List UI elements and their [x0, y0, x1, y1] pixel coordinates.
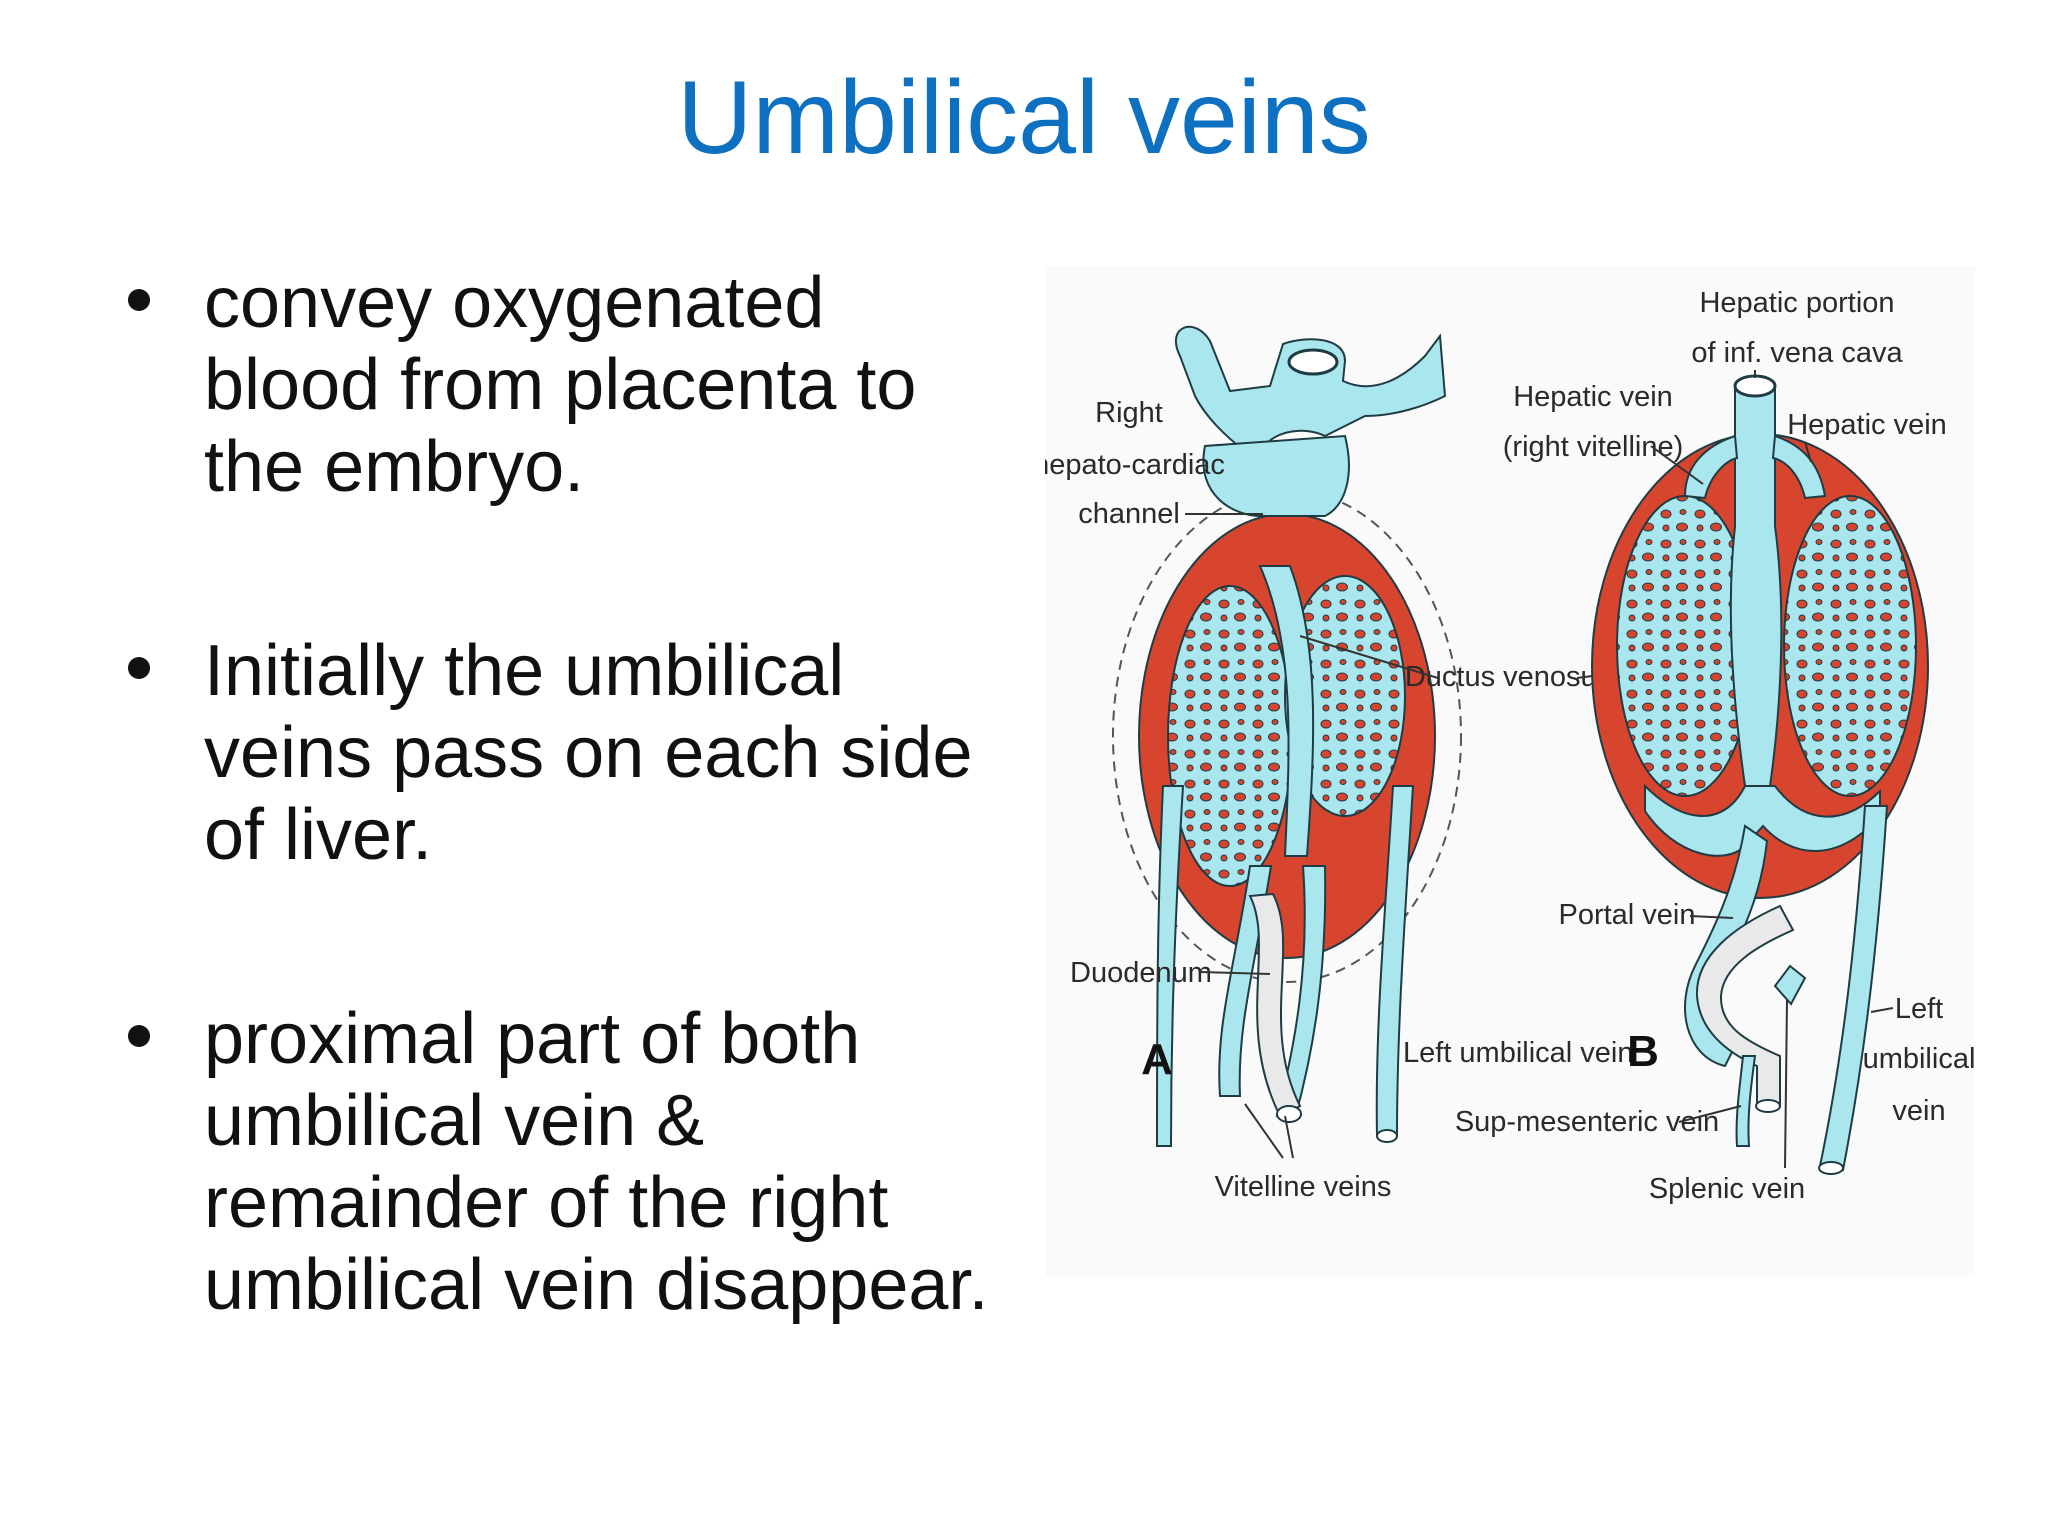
panel-a: Right hepato-cardiac channel Duodenum Le…	[1045, 325, 1634, 1203]
leader-left-umbilical-b	[1870, 1007, 1894, 1013]
right-umbilical-vein-a	[1155, 785, 1185, 1147]
label-duodenum: Duodenum	[1070, 957, 1212, 989]
panel-letter-a: A	[1141, 1035, 1173, 1084]
bullet-item: Initially the umbilical veins pass on ea…	[118, 630, 1018, 876]
hepatocardiac-channel-a	[1202, 434, 1350, 517]
bullet-item: proximal part of both umbilical vein & r…	[118, 998, 1018, 1326]
label-ductus-venosus: Ductus venosus	[1405, 661, 1611, 693]
label-left-umbilical-3: vein	[1892, 1095, 1945, 1127]
leader-splenic-vein	[1784, 999, 1788, 1169]
label-sup-mesenteric-vein: Sup-mesenteric vein	[1455, 1106, 1719, 1138]
label-right-hepato-cardiac-1: Right	[1095, 397, 1163, 429]
label-hepatic-portion-1: Hepatic portion	[1699, 287, 1894, 319]
label-hepatic-vein: Hepatic vein	[1787, 409, 1947, 441]
ivc-opening-b	[1733, 374, 1777, 398]
panel-letter-b: B	[1627, 1027, 1659, 1076]
sinusoid-network-a-left	[1167, 585, 1293, 887]
sinus-venosus-a	[1174, 325, 1447, 453]
sup-mesenteric-vein-b	[1735, 1055, 1757, 1147]
vein-end-a-left	[1376, 1129, 1398, 1143]
umbilical-veins-figure: Right hepato-cardiac channel Duodenum Le…	[1045, 266, 1975, 1276]
label-left-umbilical-2: umbilical	[1863, 1043, 1975, 1075]
bullet-text: Initially the umbilical veins pass on ea…	[204, 631, 973, 875]
liver-outline-dashed	[1112, 489, 1462, 983]
bullet-list: convey oxygenated blood from placenta to…	[118, 262, 1018, 1326]
vein-end-b	[1818, 1161, 1844, 1175]
label-left-umbilical-vein-a: Left umbilical vein	[1403, 1037, 1634, 1069]
duodenum-end-a	[1276, 1105, 1302, 1123]
splenic-vein-b	[1773, 964, 1807, 1006]
label-hepatic-portion-2: of inf. vena cava	[1691, 337, 1903, 369]
label-hepatic-vein-rv-2: (right vitelline)	[1503, 431, 1684, 463]
bullet-text: proximal part of both umbilical vein & r…	[204, 999, 989, 1325]
sinusoid-network-a-right	[1284, 575, 1406, 817]
duodenum-end-b	[1755, 1099, 1781, 1113]
label-vitelline-veins: Vitelline veins	[1215, 1171, 1392, 1203]
bullet-dot-icon	[128, 289, 150, 311]
leader-duodenum	[1199, 971, 1271, 975]
bullet-dot-icon	[128, 657, 150, 679]
label-portal-vein: Portal vein	[1558, 899, 1695, 931]
bullet-text: convey oxygenated blood from placenta to…	[204, 263, 917, 507]
label-left-umbilical-1: Left	[1895, 993, 1943, 1025]
leader-sup-mesenteric	[1678, 1105, 1742, 1123]
leader-portal-vein	[1689, 915, 1734, 919]
hepatic-vein-branches-b	[1683, 434, 1827, 500]
duodenum-a	[1248, 892, 1302, 1118]
sinusoid-network-b-right	[1783, 495, 1917, 797]
figure-svg: Right hepato-cardiac channel Duodenum Le…	[1045, 287, 1975, 1205]
leader-hepatic-vein-rv	[1650, 445, 1704, 485]
label-splenic-vein: Splenic vein	[1649, 1173, 1805, 1205]
bullet-dot-icon	[128, 1025, 150, 1047]
label-right-hepato-cardiac-2: hepato-cardiac	[1045, 449, 1225, 481]
bullet-item: convey oxygenated blood from placenta to…	[118, 262, 1018, 508]
sinus-opening-a	[1287, 348, 1339, 376]
label-hepatic-vein-rv-1: Hepatic vein	[1513, 381, 1673, 413]
leader-vitelline-1	[1244, 1103, 1284, 1159]
ductus-venosus-a	[1258, 565, 1315, 857]
leader-vitelline-2	[1284, 1115, 1294, 1159]
slide-title: Umbilical veins	[677, 60, 1371, 176]
leader-hepatic-vein	[1804, 441, 1812, 463]
label-right-hepato-cardiac-3: channel	[1078, 498, 1180, 530]
panel-b: Hepatic portion of inf. vena cava Hepati…	[1455, 287, 1975, 1205]
leader-ductus-a	[1299, 635, 1439, 679]
